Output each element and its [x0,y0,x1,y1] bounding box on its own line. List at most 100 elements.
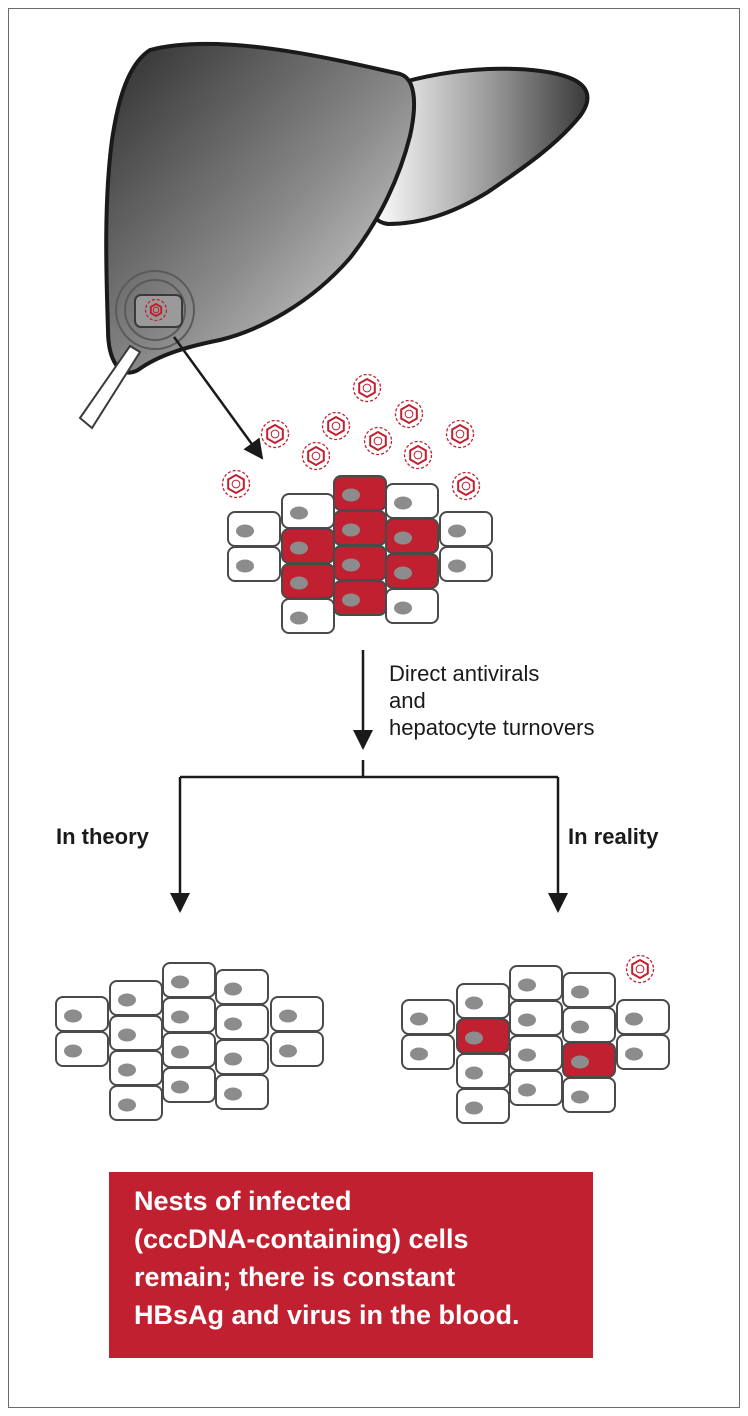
cell-nucleus [118,1063,136,1077]
hepatocyte [162,997,216,1033]
hepatocyte [270,1031,324,1067]
hbv-virion-icon [445,419,475,449]
cell-nucleus [279,1044,297,1058]
hepatocyte [215,1004,269,1040]
virion-envelope [260,419,290,449]
cell-nucleus [465,996,483,1010]
virion-envelope [352,373,382,403]
cell-nucleus [571,1055,589,1069]
cell-body [162,962,216,998]
cell-body [385,553,439,589]
cell-nucleus [571,985,589,999]
infected-hepatocyte [385,553,439,589]
cell-nucleus [410,1012,428,1026]
cell-body [509,1000,563,1036]
cell-nucleus [224,1052,242,1066]
hepatocyte [439,511,493,547]
zoom-arrow [172,336,264,460]
hepatocyte [162,1032,216,1068]
virion-envelope [221,469,251,499]
hepatocyte [215,1074,269,1110]
hepatocyte [401,999,455,1035]
cell-nucleus [290,576,308,590]
cell-body [270,996,324,1032]
cell-nucleus [410,1047,428,1061]
infected-hepatocyte [385,518,439,554]
cell-body [509,1070,563,1106]
hepatocyte [227,546,281,582]
virion-envelope [394,399,424,429]
infected-hepatocyte [281,528,335,564]
cell-body [281,563,335,599]
virion-capsid [409,444,427,466]
cell-body [456,1018,510,1054]
hepatocyte [616,999,670,1035]
cell-nucleus [236,559,254,573]
virion-genome [455,429,465,439]
cell-nucleus [342,523,360,537]
virion-envelope [144,298,168,322]
infected-hepatocyte [333,475,387,511]
hbv-virion-icon [352,373,382,403]
hepatocyte [109,1050,163,1086]
cell-body [281,493,335,529]
cell-body [333,475,387,511]
hepatocyte [55,1031,109,1067]
hepatocyte [215,1039,269,1075]
cell-body [401,999,455,1035]
cell-nucleus [571,1090,589,1104]
cell-nucleus [171,1010,189,1024]
cell-body [509,965,563,1001]
virion-genome [362,383,372,393]
cell-body [401,1034,455,1070]
cell-nucleus [118,993,136,1007]
virion-genome [635,964,645,974]
hepatocyte [456,983,510,1019]
hepatocyte [162,962,216,998]
hepatocyte [270,996,324,1032]
magnifier-inner-ring [124,279,186,341]
cell-body [215,969,269,1005]
hbv-virion-icon [321,411,351,441]
virion-genome [231,479,241,489]
hepatocyte [562,972,616,1008]
virion-envelope [301,441,331,471]
virion-capsid [227,473,245,495]
callout-line-2: (cccDNA-containing) cells [134,1224,469,1254]
cell-nucleus [224,1017,242,1031]
cell-nucleus [518,1048,536,1062]
hepatocyte [509,1070,563,1106]
hepatocyte [439,546,493,582]
hepatocyte [562,1077,616,1113]
hbv-virion-icon [625,954,655,984]
hepatocyte [281,493,335,529]
cell-body [385,483,439,519]
cell-nucleus [290,611,308,625]
virion-envelope [451,471,481,501]
cell-nucleus [571,1020,589,1034]
biopsy-needle-icon [78,344,142,430]
cell-nucleus [342,593,360,607]
virion-envelope [363,426,393,456]
hbv-virion-icon [301,441,331,471]
cell-body [439,546,493,582]
cell-body [162,997,216,1033]
treatment-label-line-2: and [389,688,426,713]
hepatocyte [401,1034,455,1070]
cell-nucleus [64,1044,82,1058]
infected-hepatocyte [333,510,387,546]
cell-nucleus [224,982,242,996]
cell-nucleus [290,506,308,520]
cell-body [215,1074,269,1110]
cell-nucleus [518,978,536,992]
hbv-virion-icon [363,426,393,456]
cell-nucleus [625,1047,643,1061]
hepatocyte [109,980,163,1016]
virion-genome [331,421,341,431]
cell-body [281,528,335,564]
infected-hepatocyte [456,1018,510,1054]
virion-envelope [445,419,475,449]
cell-nucleus [448,559,466,573]
